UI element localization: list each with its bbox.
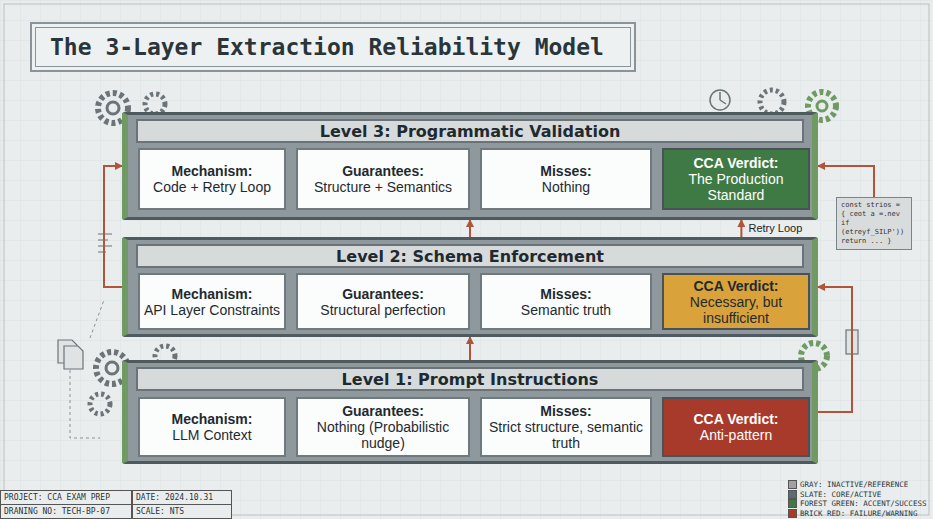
attribute-cell: Mechanism:Code + Retry Loop [138,148,286,210]
cell-heading: CCA Verdict: [667,155,805,171]
title-block-cell: DRANING NO: TECH-BP-07 [0,504,132,519]
cell-value: Nothing [540,179,591,195]
verdict-cell: CCA Verdict:Anti-pattern [662,397,810,457]
attribute-cell: Misses:Strict structure, semantic truth [480,397,652,457]
cell-content: Guarantees:Structure + Semantics [314,163,452,195]
legend-swatch [788,490,797,499]
legend-swatch [788,509,797,518]
cell-value: Structure + Semantics [314,179,452,195]
connector [469,337,471,360]
verdict-cell: CCA Verdict:The Production Standard [662,148,810,210]
title-block-cell: SCALE: NTS [132,504,232,519]
level-heading: Level 1: Prompt Instructions [342,370,599,389]
cell-heading: Mechanism: [172,411,253,427]
attribute-cell: Guarantees:Structure + Semantics [296,148,470,210]
level-heading-bar: Level 3: Programmatic Validation [136,119,804,143]
connector-label: Retry Loop [746,222,804,235]
legend-text: FOREST GREEN: ACCENT/SUCCESS [800,499,926,508]
cell-heading: Misses: [521,286,611,302]
cell-heading: Misses: [485,403,647,419]
cell-value: Strict structure, semantic truth [485,419,647,451]
cell-content: CCA Verdict:Anti-pattern [693,411,778,443]
level-band: Level 1: Prompt InstructionsMechanism:LL… [122,360,818,464]
cell-content: CCA Verdict:The Production Standard [667,155,805,203]
title-box: The 3-Layer Extraction Reliability Model [30,22,636,72]
frame [4,4,929,515]
cell-heading: Guarantees: [301,403,465,419]
legend-swatch [788,499,797,508]
legend-row: SLATE: CORE/ACTIVE [788,490,881,499]
attribute-cell: Misses:Nothing [480,148,652,210]
code-snippet: const strios = { ceot a =.nev if (etreyf… [836,197,912,250]
cell-content: Guarantees:Structural perfection [320,286,445,318]
connector [818,287,852,412]
level-band: Level 2: Schema EnforcementMechanism:API… [122,237,818,337]
cell-heading: Guarantees: [320,286,445,302]
cell-heading: CCA Verdict: [693,411,778,427]
legend-text: SLATE: CORE/ACTIVE [800,490,881,499]
cell-value: API Layer Constraints [144,302,280,318]
connector [469,220,471,237]
attribute-cell: Guarantees:Structural perfection [296,273,470,330]
verdict-cell: CCA Verdict:Necessary, but insufficient [662,273,810,330]
legend-text: GRAY: INACTIVE/REFERENCE [800,480,908,489]
level-heading-bar: Level 1: Prompt Instructions [136,367,804,391]
level-heading: Level 3: Programmatic Validation [320,122,621,141]
cell-content: Mechanism:LLM Context [172,411,253,443]
cell-value: Code + Retry Loop [153,179,271,195]
level-band: Level 3: Programmatic ValidationMechanis… [122,112,818,220]
cell-heading: Misses: [540,163,591,179]
cell-heading: CCA Verdict: [667,278,805,294]
attribute-cell: Guarantees:Nothing (Probabilistic nudge) [296,397,470,457]
connector [818,166,874,197]
title-block-cell: PROJECT: CCA EXAM PREP [0,490,132,505]
cell-value: The Production Standard [667,171,805,203]
cell-content: Mechanism:Code + Retry Loop [153,163,271,195]
dashed-leaders [70,300,104,438]
legend-row: FOREST GREEN: ACCENT/SUCCESS [788,499,926,508]
cell-value: Structural perfection [320,302,445,318]
legend-text: BRICK RED: FAILURE/WARNING [800,509,917,518]
cell-value: Necessary, but insufficient [667,294,805,326]
cell-value: Semantic truth [521,302,611,318]
cell-value: LLM Context [172,427,253,443]
cell-value: Anti-pattern [693,427,778,443]
legend-row: BRICK RED: FAILURE/WARNING [788,509,917,518]
cell-value: Nothing (Probabilistic nudge) [301,419,465,451]
cell-content: Misses:Strict structure, semantic truth [485,403,647,451]
legend-row: GRAY: INACTIVE/REFERENCE [788,480,908,489]
cell-content: Misses:Semantic truth [521,286,611,318]
cell-content: Guarantees:Nothing (Probabilistic nudge) [301,403,465,451]
title-block-cell: DATE: 2024.10.31 [132,490,232,505]
connector [104,166,122,287]
title-text: The 3-Layer Extraction Reliability Model [50,34,604,60]
cell-content: Mechanism:API Layer Constraints [144,286,280,318]
cell-heading: Mechanism: [153,163,271,179]
legend-swatch [788,480,797,489]
connector [740,220,742,237]
attribute-cell: Mechanism:API Layer Constraints [138,273,286,330]
cell-content: CCA Verdict:Necessary, but insufficient [667,278,805,326]
cell-heading: Guarantees: [314,163,452,179]
attribute-cell: Misses:Semantic truth [480,273,652,330]
level-heading-bar: Level 2: Schema Enforcement [136,244,804,268]
attribute-cell: Mechanism:LLM Context [138,397,286,457]
level-heading: Level 2: Schema Enforcement [336,247,604,266]
cell-content: Misses:Nothing [540,163,591,195]
code-text: const strios = { ceot a =.nev if (etreyf… [841,201,907,246]
cell-heading: Mechanism: [144,286,280,302]
